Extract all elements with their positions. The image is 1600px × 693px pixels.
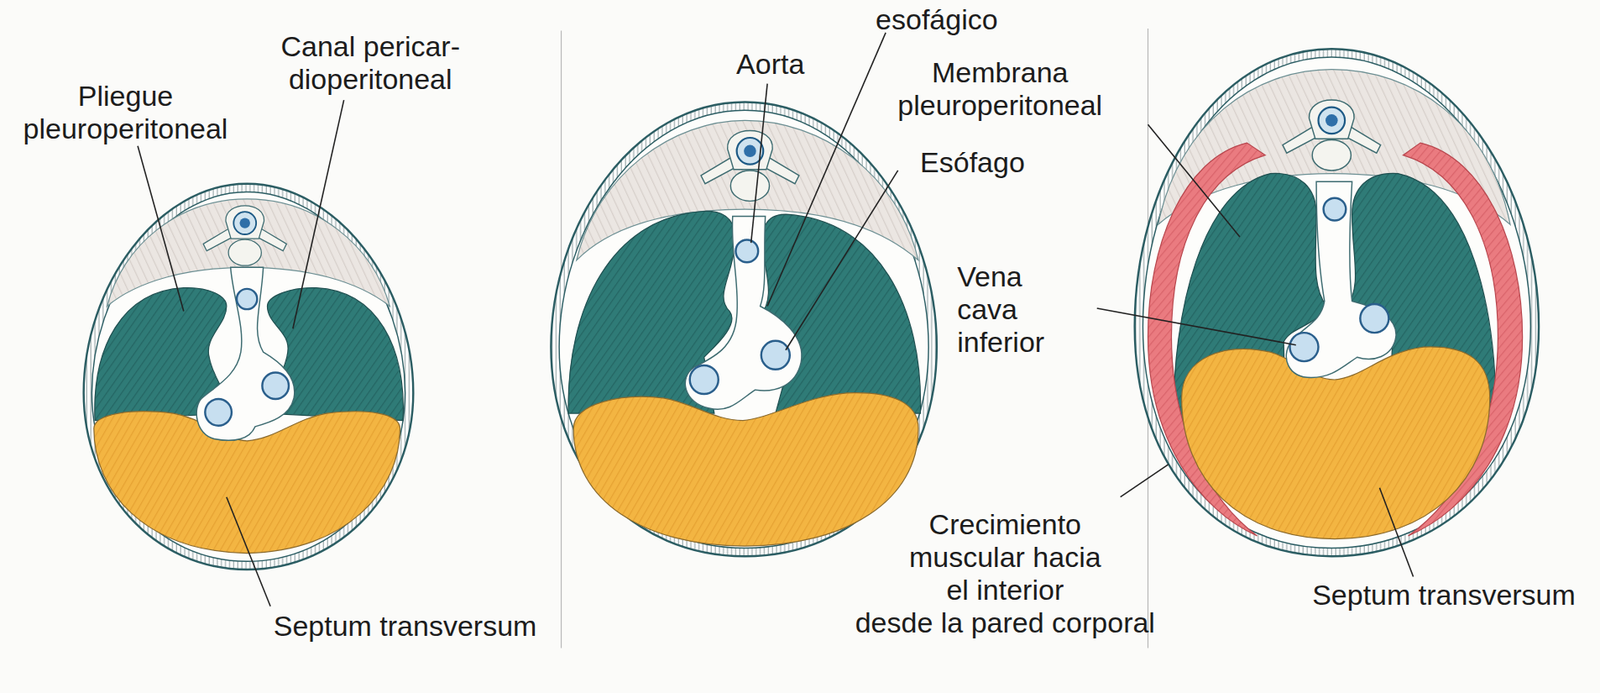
part-label: Septum transversum [273, 609, 538, 643]
leader-line [1097, 308, 1297, 346]
part-label: Vena cava inferior [956, 260, 1045, 359]
body-cavity [1142, 57, 1531, 548]
esophagus-tube [261, 371, 289, 399]
aorta-vessel [1323, 198, 1347, 221]
section-panel-1 [83, 183, 414, 570]
part-label: esofágico [875, 3, 999, 37]
body-wall [83, 183, 414, 570]
vertebra [700, 130, 800, 202]
septum-transversum [573, 392, 919, 547]
aorta-vessel [735, 240, 759, 263]
mesentery [1286, 181, 1397, 377]
mesentery [196, 266, 295, 440]
septum-transversum [1181, 346, 1491, 539]
vertebra [203, 205, 287, 266]
body-wall [550, 102, 936, 557]
leader-line [226, 496, 271, 607]
leader-line [292, 99, 345, 329]
leader-line [1379, 487, 1413, 577]
part-label: Esófago [920, 146, 1025, 179]
section-panel-2 [550, 102, 936, 557]
leader-line [1148, 124, 1240, 237]
pleural-cavity [568, 210, 736, 414]
part-label: Crecimiento muscular hacia el interior d… [855, 507, 1156, 639]
vertebra [1282, 99, 1381, 171]
part-label: Canal pericar- dioperitoneal [280, 30, 461, 96]
vena-cava-vessel [204, 398, 232, 426]
part-label: Pliegue pleuroperitoneal [23, 79, 229, 146]
body-cavity [91, 191, 405, 561]
leader-line [137, 146, 184, 312]
body-wall [1134, 48, 1539, 556]
aorta-vessel [236, 288, 257, 309]
esophagus-tube [761, 340, 790, 370]
part-label: Membrana pleuroperitoneal [897, 56, 1103, 122]
leader-line [1120, 464, 1169, 497]
body-cavity [559, 109, 929, 548]
leader-line [785, 170, 899, 351]
leader-line [751, 83, 768, 244]
section-panel-3 [1134, 48, 1539, 556]
part-label: Aorta [736, 47, 805, 81]
mesentery [684, 216, 802, 410]
leader-lines [137, 32, 1413, 607]
vena-cava-vessel [1289, 332, 1318, 361]
vena-cava-vessel [690, 365, 719, 394]
esophagus-tube [1359, 303, 1389, 333]
part-label: Septum transversum [1312, 578, 1576, 612]
